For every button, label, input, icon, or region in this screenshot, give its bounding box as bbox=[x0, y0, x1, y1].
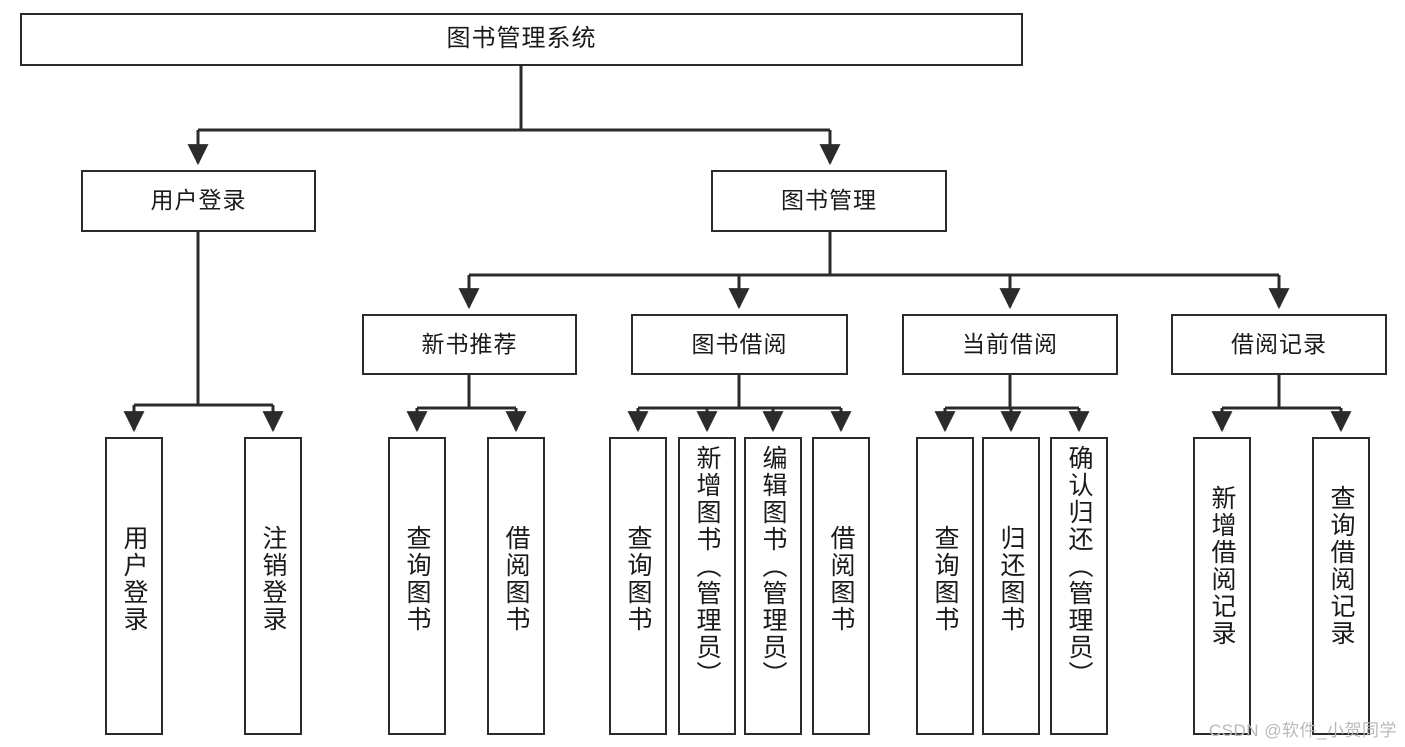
node-leaf-borrow-book-1-label: 借阅图书 bbox=[502, 525, 530, 633]
node-leaf-user-login[interactable]: 用户登录 bbox=[105, 437, 163, 735]
node-root-label: 图书管理系统 bbox=[446, 25, 597, 53]
node-book-manage-label: 图书管理 bbox=[781, 187, 877, 214]
node-leaf-logout[interactable]: 注销登录 bbox=[244, 437, 302, 735]
node-root[interactable]: 图书管理系统 bbox=[20, 13, 1023, 66]
node-leaf-borrow-book-1[interactable]: 借阅图书 bbox=[487, 437, 545, 735]
node-user-login[interactable]: 用户登录 bbox=[81, 170, 316, 232]
node-leaf-query-book-1-label: 查询图书 bbox=[403, 525, 431, 633]
node-leaf-edit-book[interactable]: 编辑图书（管理员） bbox=[744, 437, 802, 735]
node-leaf-borrow-book-2-label: 借阅图书 bbox=[827, 525, 855, 633]
node-leaf-query-book-1[interactable]: 查询图书 bbox=[388, 437, 446, 735]
node-leaf-return-book-label: 归还图书 bbox=[997, 525, 1025, 633]
node-leaf-confirm-return[interactable]: 确认归还（管理员） bbox=[1050, 437, 1108, 735]
node-leaf-edit-book-label: 编辑图书（管理员） bbox=[759, 445, 787, 688]
node-user-login-label: 用户登录 bbox=[150, 187, 247, 214]
node-leaf-borrow-book-2[interactable]: 借阅图书 bbox=[812, 437, 870, 735]
node-new-book-recommend-label: 新书推荐 bbox=[421, 330, 518, 357]
node-book-manage[interactable]: 图书管理 bbox=[711, 170, 947, 232]
watermark-text: CSDN @软件_小贺同学 bbox=[1208, 721, 1397, 740]
node-leaf-logout-label: 注销登录 bbox=[259, 525, 287, 633]
node-leaf-query-book-3-label: 查询图书 bbox=[931, 525, 959, 633]
node-leaf-query-record[interactable]: 查询借阅记录 bbox=[1312, 437, 1370, 735]
node-borrow-record[interactable]: 借阅记录 bbox=[1171, 314, 1387, 375]
node-leaf-add-book-label: 新增图书（管理员） bbox=[693, 445, 721, 688]
node-current-borrow-label: 当前借阅 bbox=[962, 330, 1058, 357]
node-leaf-query-book-3[interactable]: 查询图书 bbox=[916, 437, 974, 735]
node-leaf-add-book[interactable]: 新增图书（管理员） bbox=[678, 437, 736, 735]
node-leaf-query-book-2[interactable]: 查询图书 bbox=[609, 437, 667, 735]
node-current-borrow[interactable]: 当前借阅 bbox=[902, 314, 1118, 375]
node-leaf-return-book[interactable]: 归还图书 bbox=[982, 437, 1040, 735]
node-borrow-record-label: 借阅记录 bbox=[1231, 330, 1327, 357]
node-new-book-recommend[interactable]: 新书推荐 bbox=[362, 314, 577, 375]
node-leaf-add-record[interactable]: 新增借阅记录 bbox=[1193, 437, 1251, 735]
node-book-borrow-label: 图书借阅 bbox=[691, 330, 788, 357]
node-book-borrow[interactable]: 图书借阅 bbox=[631, 314, 848, 375]
node-leaf-add-record-label: 新增借阅记录 bbox=[1208, 485, 1236, 647]
node-leaf-confirm-return-label: 确认归还（管理员） bbox=[1065, 445, 1093, 688]
node-leaf-user-login-label: 用户登录 bbox=[120, 525, 148, 633]
node-leaf-query-book-2-label: 查询图书 bbox=[624, 525, 652, 633]
node-leaf-query-record-label: 查询借阅记录 bbox=[1327, 485, 1355, 647]
